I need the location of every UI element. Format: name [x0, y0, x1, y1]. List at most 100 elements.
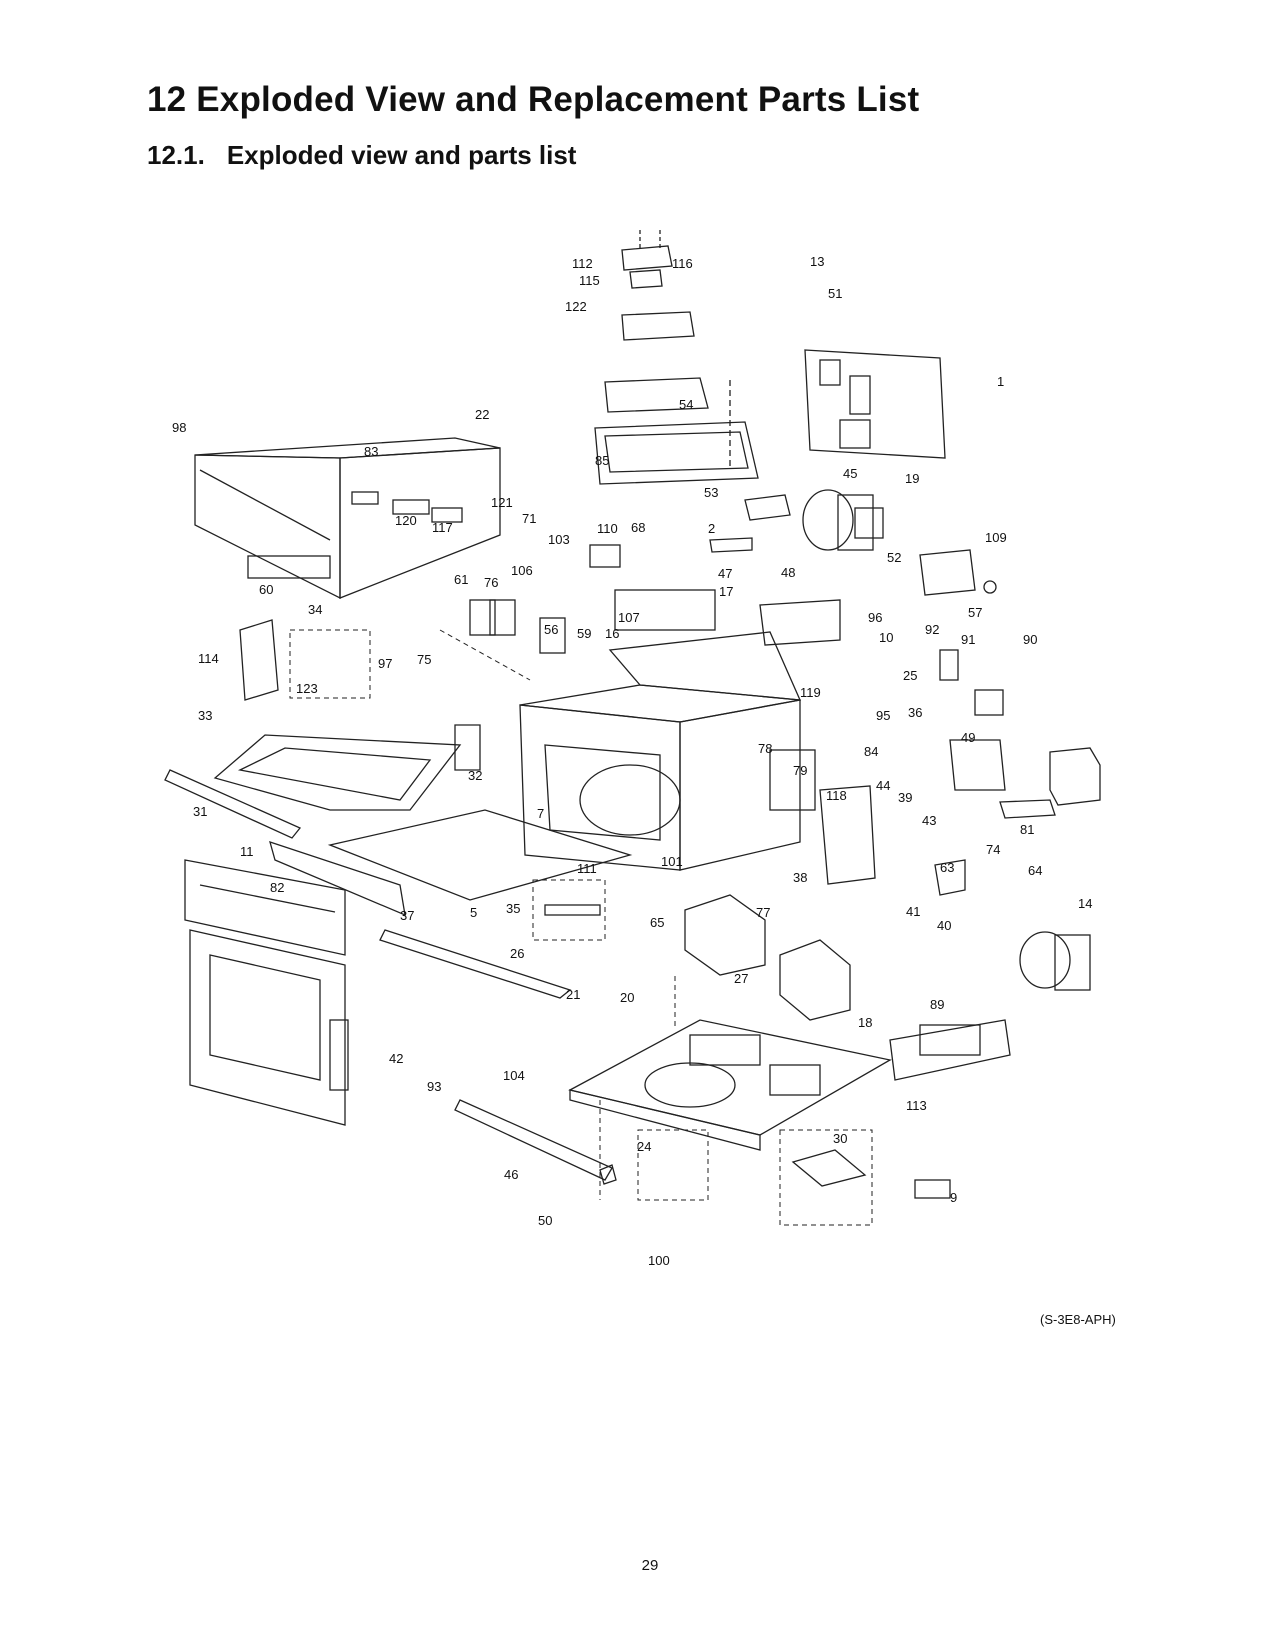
- part-callout-26: 26: [510, 946, 524, 961]
- part-callout-51: 51: [828, 286, 842, 301]
- part-callout-71: 71: [522, 511, 536, 526]
- fan-part: [802, 489, 1091, 991]
- part-callout-91: 91: [961, 632, 975, 647]
- part-callout-97: 97: [378, 656, 392, 671]
- part-callout-113: 113: [906, 1098, 927, 1113]
- part-callout-22: 22: [475, 407, 489, 422]
- part-callout-110: 110: [597, 521, 618, 536]
- part-callout-40: 40: [937, 918, 951, 933]
- oven-cavity-part: [519, 589, 802, 871]
- part-callout-89: 89: [930, 997, 944, 1012]
- part-callout-78: 78: [758, 741, 772, 756]
- part-callout-48: 48: [781, 565, 795, 580]
- part-callout-100: 100: [648, 1253, 670, 1268]
- part-callout-111: 111: [577, 861, 597, 876]
- transformer-part: [684, 747, 1101, 1021]
- glass-tray-part: [327, 809, 633, 901]
- part-callout-76: 76: [484, 575, 498, 590]
- magnetron-part: [919, 549, 997, 596]
- part-callout-82: 82: [270, 880, 284, 895]
- part-callout-92: 92: [925, 622, 939, 637]
- part-callout-50: 50: [538, 1213, 552, 1228]
- part-callout-79: 79: [793, 763, 807, 778]
- part-callout-36: 36: [908, 705, 922, 720]
- part-callout-85: 85: [595, 453, 609, 468]
- part-callout-54: 54: [679, 397, 693, 412]
- small-parts: [239, 494, 1056, 1199]
- part-callout-103: 103: [548, 532, 570, 547]
- part-callout-74: 74: [986, 842, 1000, 857]
- plate-part: [379, 929, 572, 999]
- part-callout-7: 7: [537, 806, 544, 821]
- part-callout-60: 60: [259, 582, 273, 597]
- part-callout-98: 98: [172, 420, 186, 435]
- part-callout-68: 68: [631, 520, 645, 535]
- part-callout-109: 109: [985, 530, 1007, 545]
- part-callout-63: 63: [940, 860, 954, 875]
- part-callout-43: 43: [922, 813, 936, 828]
- chapter-title: 12 Exploded View and Replacement Parts L…: [147, 80, 920, 119]
- part-callout-83: 83: [364, 444, 378, 459]
- door-frame-part: [164, 734, 462, 839]
- part-callout-46: 46: [504, 1167, 518, 1182]
- part-callout-106: 106: [511, 563, 533, 578]
- part-callout-13: 13: [810, 254, 824, 269]
- part-callout-115: 115: [579, 273, 600, 288]
- part-callout-123: 123: [296, 681, 318, 696]
- part-callout-41: 41: [906, 904, 920, 919]
- part-callout-31: 31: [193, 804, 207, 819]
- part-callout-65: 65: [650, 915, 664, 930]
- part-callout-16: 16: [605, 626, 619, 641]
- part-callout-90: 90: [1023, 632, 1037, 647]
- part-callout-9: 9: [950, 1190, 957, 1205]
- part-callout-53: 53: [704, 485, 718, 500]
- part-callout-42: 42: [389, 1051, 403, 1066]
- section-title-text: Exploded view and parts list: [226, 140, 577, 170]
- part-callout-30: 30: [833, 1131, 847, 1146]
- part-callout-120: 120: [395, 513, 417, 528]
- top-board-assembly: [594, 230, 759, 485]
- part-callout-27: 27: [734, 971, 748, 986]
- part-callout-38: 38: [793, 870, 807, 885]
- part-callout-49: 49: [961, 730, 975, 745]
- part-callout-10: 10: [879, 630, 893, 645]
- drawing-code: (S-3E8-APH): [1040, 1312, 1116, 1327]
- part-callout-114: 114: [198, 651, 219, 666]
- part-callout-84: 84: [864, 744, 878, 759]
- page-number: 29: [641, 1557, 659, 1574]
- part-callout-11: 11: [240, 844, 254, 859]
- part-callout-119: 119: [800, 685, 821, 700]
- part-callout-104: 104: [503, 1068, 525, 1083]
- part-callout-59: 59: [577, 626, 591, 641]
- part-callout-61: 61: [454, 572, 468, 587]
- part-callout-44: 44: [876, 778, 890, 793]
- base-plate-part: [568, 1019, 892, 1151]
- part-callout-81: 81: [1020, 822, 1034, 837]
- section-number: 12.1.: [147, 140, 205, 170]
- part-callout-17: 17: [719, 584, 733, 599]
- bar-part: [269, 841, 406, 917]
- part-callout-117: 117: [432, 520, 453, 535]
- part-callout-64: 64: [1028, 863, 1042, 878]
- part-callout-52: 52: [887, 550, 901, 565]
- part-callout-2: 2: [708, 521, 715, 536]
- section-title: 12.1. Exploded view and parts list: [147, 140, 576, 171]
- part-callout-1: 1: [997, 374, 1004, 389]
- part-callout-24: 24: [637, 1139, 651, 1154]
- part-callout-95: 95: [876, 708, 890, 723]
- part-callout-19: 19: [905, 471, 919, 486]
- part-callout-77: 77: [756, 905, 770, 920]
- part-callout-116: 116: [672, 256, 693, 271]
- part-callout-122: 122: [565, 299, 587, 314]
- part-callout-5: 5: [470, 905, 477, 920]
- part-callout-47: 47: [718, 566, 732, 581]
- part-callout-18: 18: [858, 1015, 872, 1030]
- part-callout-34: 34: [308, 602, 322, 617]
- part-callout-107: 107: [618, 610, 640, 625]
- part-callout-21: 21: [566, 987, 580, 1002]
- outer-case-part: [194, 437, 501, 600]
- part-callout-14: 14: [1078, 896, 1092, 911]
- part-callout-57: 57: [968, 605, 982, 620]
- door-assembly-part: [184, 859, 349, 1126]
